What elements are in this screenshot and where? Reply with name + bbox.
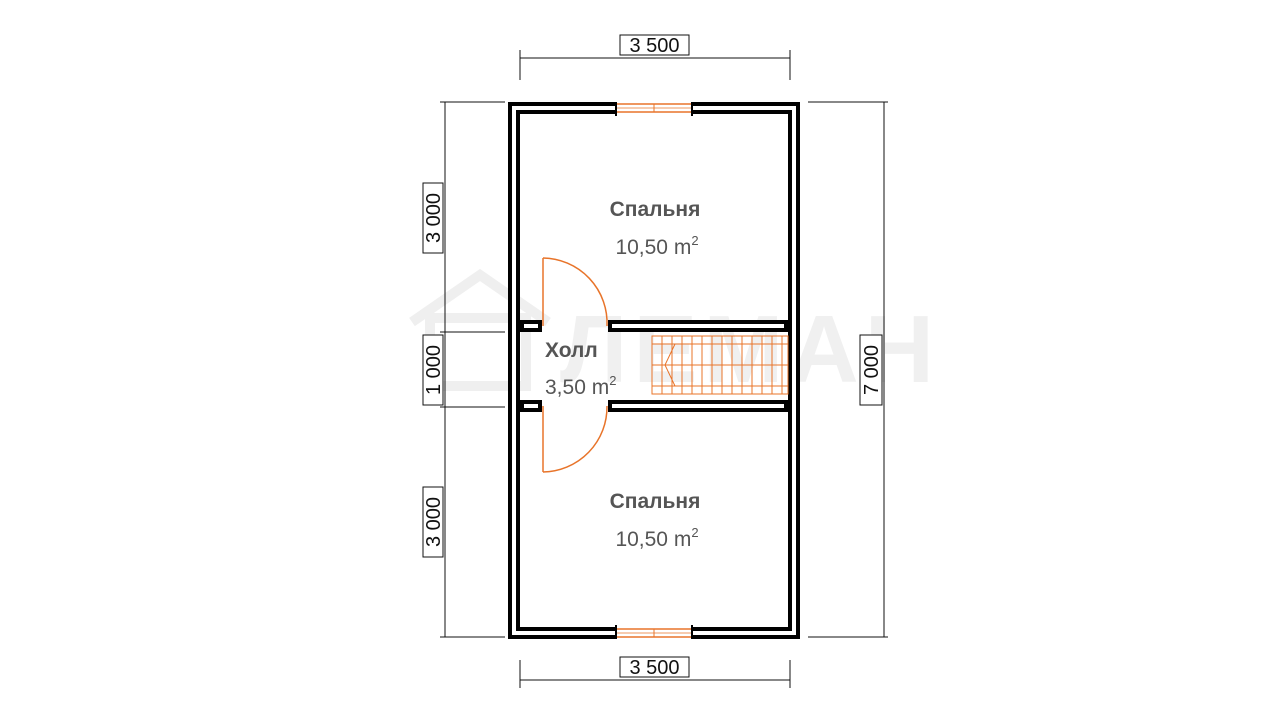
room-area: 3,50 m2 [545, 373, 616, 399]
dimension-bottom-label: 3 500 [629, 657, 679, 679]
room-bedroom-lower: Спальня 10,50 m2 [610, 490, 701, 551]
room-bedroom-upper: Спальня 10,50 m2 [610, 198, 701, 259]
dimension-left-middle-label: 1 000 [423, 345, 445, 395]
room-name: Спальня [610, 490, 701, 513]
dimension-top [519, 34, 791, 80]
room-hall: Холл 3,50 m2 [545, 339, 616, 399]
door-swing-icon [542, 257, 608, 327]
dimension-right-label: 7 000 [861, 345, 883, 395]
room-name: Спальня [610, 198, 701, 221]
dimension-bottom [519, 656, 791, 688]
room-area: 10,50 m2 [615, 233, 698, 259]
door-swing-icon [542, 405, 608, 473]
staircase-icon [651, 335, 789, 395]
room-area: 10,50 m2 [615, 525, 698, 551]
dimension-left [422, 101, 505, 638]
dimension-top-label: 3 500 [629, 35, 679, 57]
window-icon [615, 625, 693, 641]
window-icon [615, 100, 693, 116]
room-name: Холл [545, 339, 598, 362]
dimension-right [808, 101, 888, 638]
dimension-left-lower-label: 3 000 [423, 497, 445, 547]
watermark-text: ЛЕМАН [560, 296, 940, 403]
dimension-left-upper-label: 3 000 [423, 193, 445, 243]
